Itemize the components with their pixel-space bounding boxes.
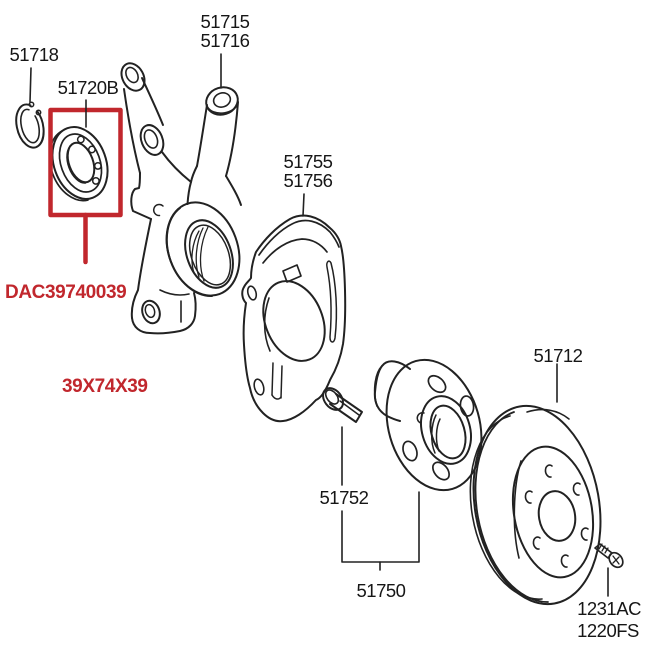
snap-ring-drawing [15, 101, 45, 149]
label-knuckle-2: 51716 [200, 30, 250, 51]
label-bolt: 51752 [319, 487, 369, 508]
brake-disc-drawing [469, 404, 602, 606]
dust-shield-drawing [241, 214, 347, 423]
leader-lines [29, 53, 609, 597]
label-hub: 51750 [356, 580, 406, 601]
label-knuckle-1: 51715 [200, 11, 250, 32]
label-bearing: 51720B [57, 77, 119, 98]
wheel-hub-drawing [373, 358, 483, 492]
label-shield-1: 51755 [283, 151, 333, 172]
label-bearing-code: DAC39740039 [5, 282, 127, 303]
label-snap-ring: 51718 [9, 44, 59, 65]
screw-drawing [594, 543, 624, 569]
label-disc: 51712 [533, 345, 583, 366]
hub-bolt-drawing [322, 387, 363, 423]
label-bearing-size: 39X74X39 [62, 376, 148, 397]
bearing-drawing [48, 126, 109, 202]
label-shield-2: 51756 [283, 170, 333, 191]
label-screw-1: 1231AC [577, 598, 641, 619]
steering-knuckle-drawing [120, 62, 242, 335]
label-screw-2: 1220FS [577, 620, 639, 641]
